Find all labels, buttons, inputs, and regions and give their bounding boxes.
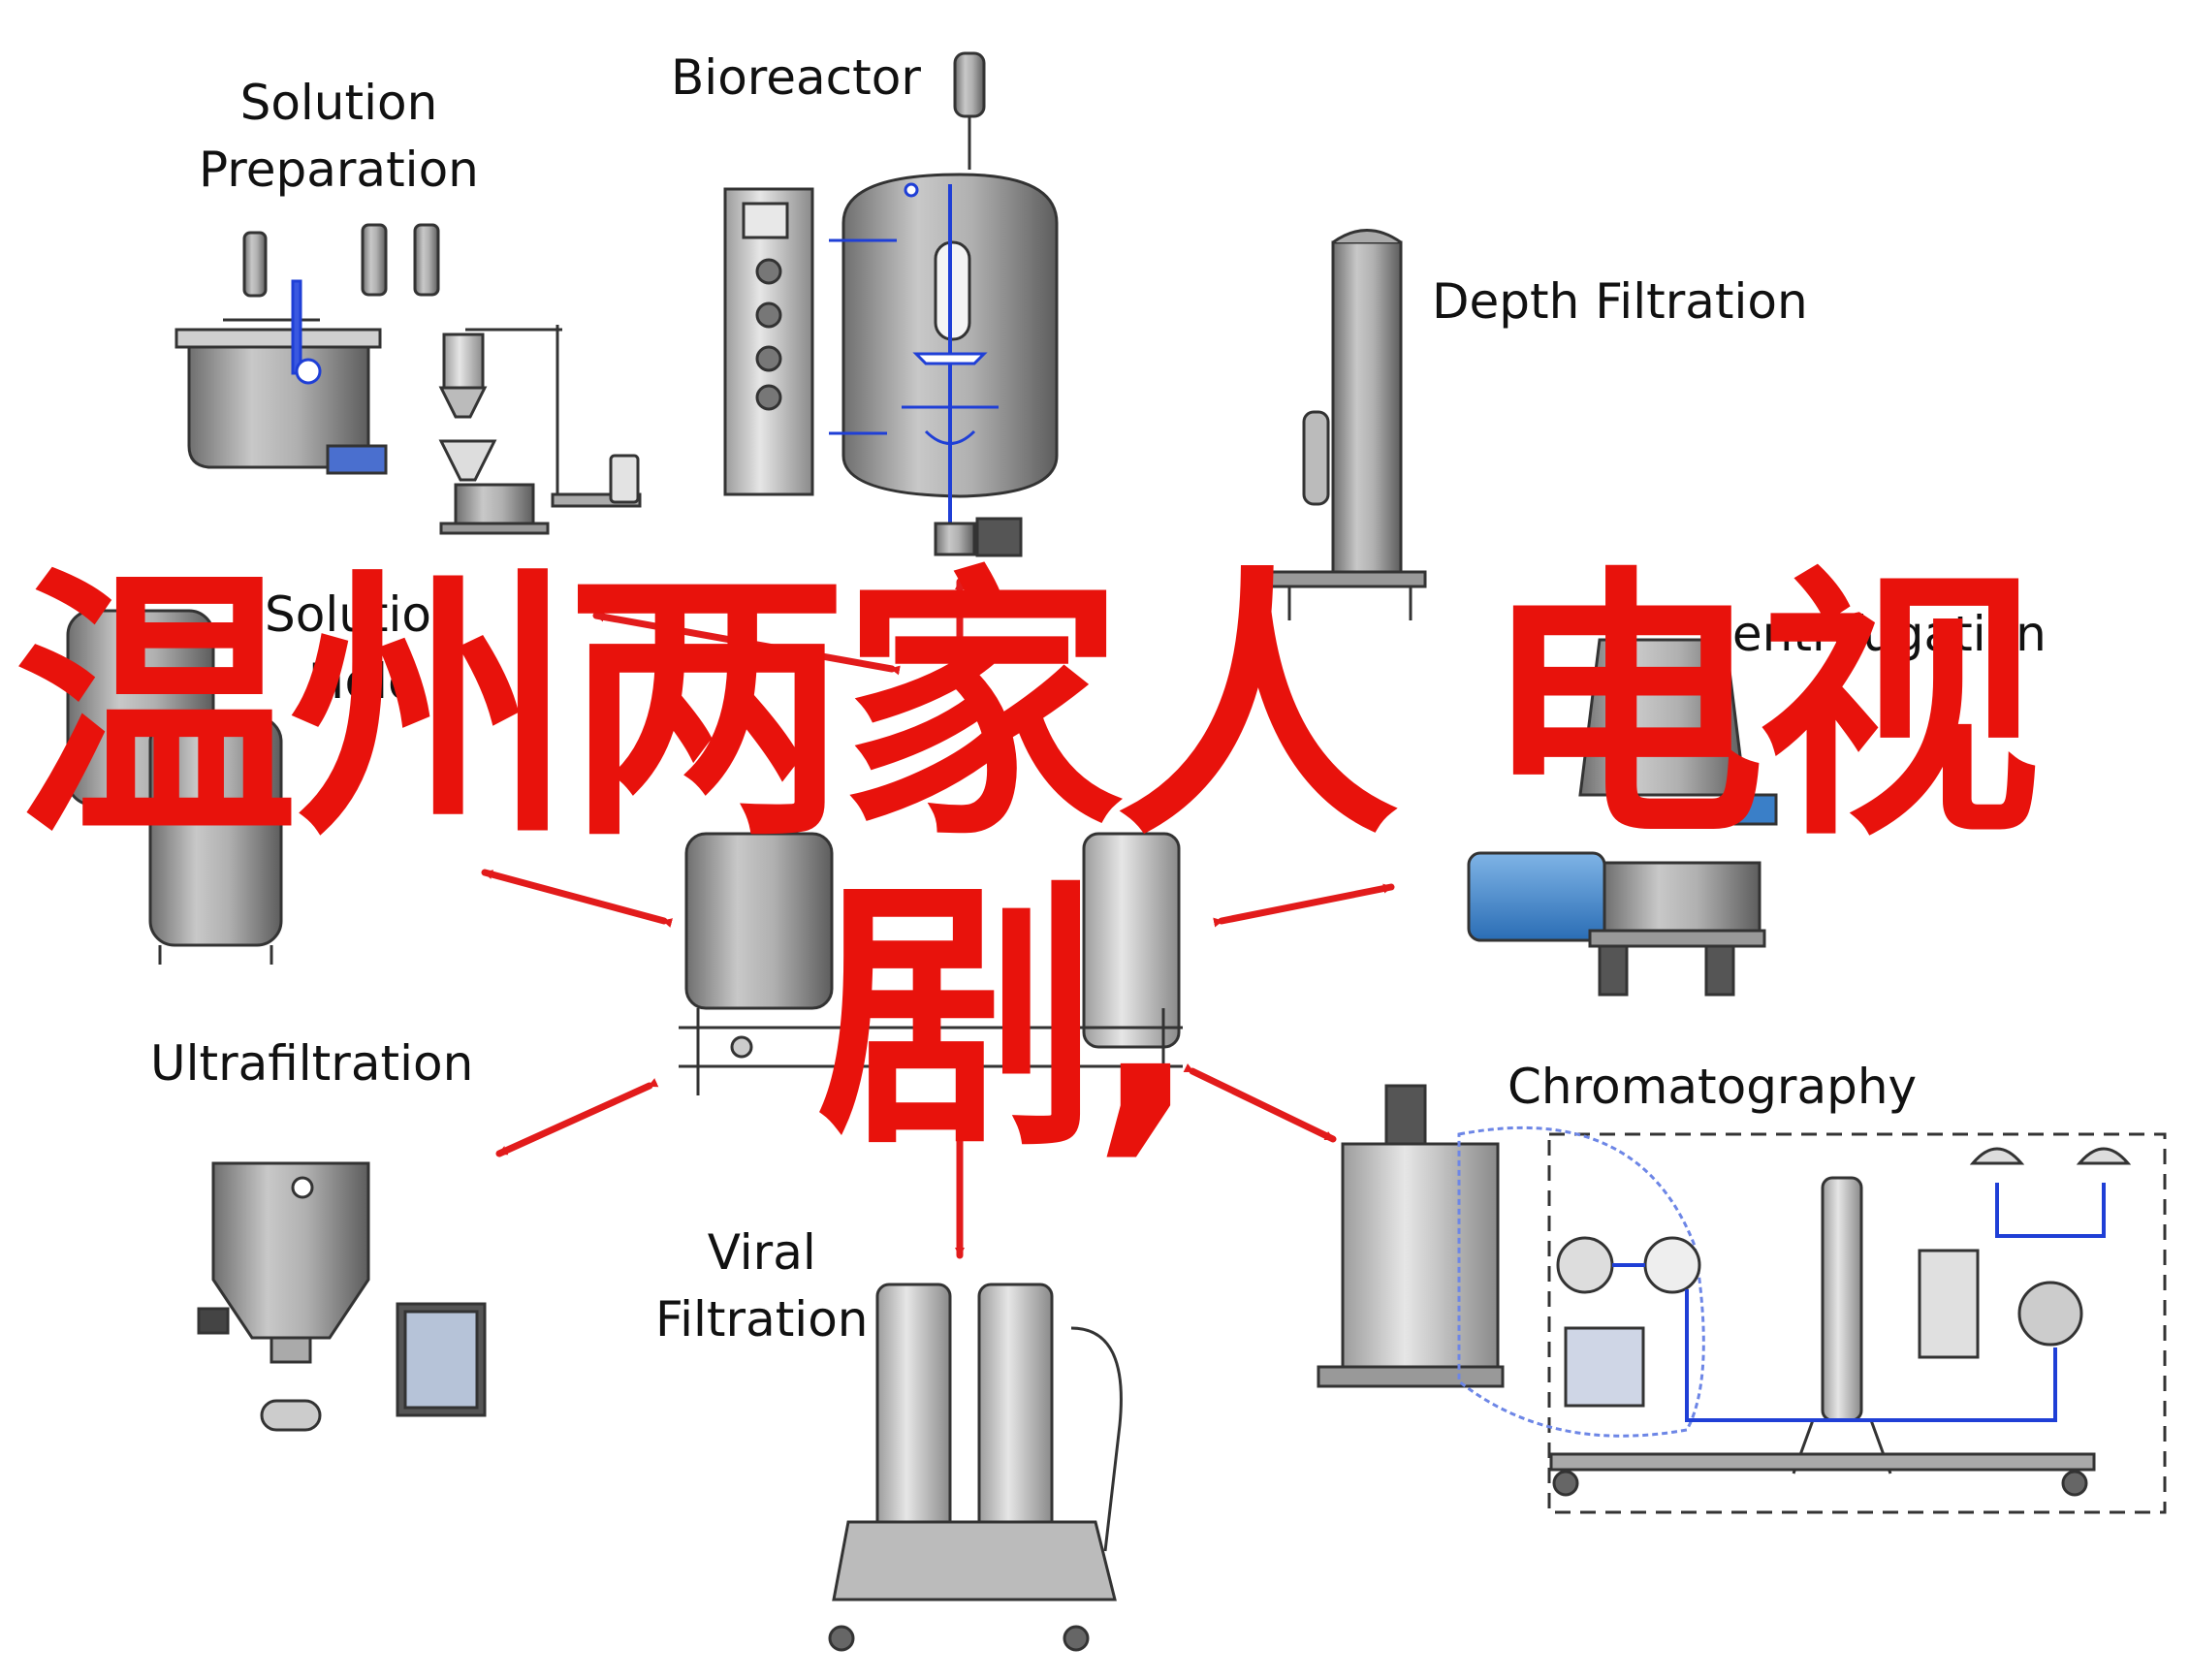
arrow-to-chromatography [1183,1063,1337,1143]
arrow-to-solution-hold [481,869,674,928]
viral-filtration-equipment [828,1283,1123,1652]
label-depth-filtration: Depth Filtration [1432,273,1808,330]
ultrafiltration-equipment [197,1161,487,1432]
arrow-to-ultrafiltration [495,1078,659,1157]
label-centrifugation: Centrifugation [1698,606,2047,662]
flow-arrows [481,578,1395,1259]
depth-filtration-equipment [1268,229,1427,620]
arrow-to-centrifugation [1213,883,1395,928]
label-chromatography: Chromatography [1508,1059,1918,1115]
solution-hold-equipment [66,609,283,965]
overlay-title-line-2: 剧, [816,854,1199,1184]
solution-preparation-equipment [175,223,642,535]
chromatography-equipment [1317,1084,2167,1514]
label-solution-preparation: Solution Preparation [199,75,479,198]
central-processing-skid [679,832,1183,1095]
label-ultrafiltration: Ultrafiltration [150,1035,474,1092]
label-viral-filtration: Viral Filtration [655,1224,869,1347]
bioreactor-equipment [723,51,1059,557]
label-solution-hold: Solution Hold [265,586,462,710]
overlay-title-line-1: 温州两家人 电视 [15,544,2041,873]
centrifugation-equipment [1467,638,1778,997]
label-bioreactor: Bioreactor [671,49,921,106]
arrow-to-solution-prep [592,612,901,676]
